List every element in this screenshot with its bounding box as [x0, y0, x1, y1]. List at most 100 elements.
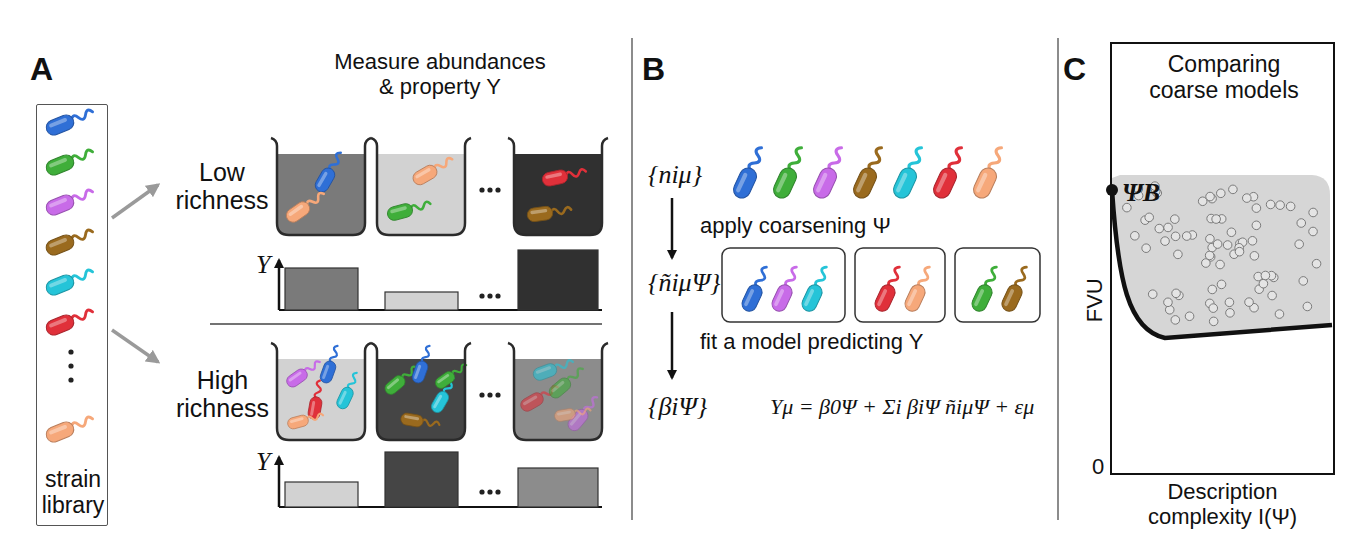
- pareto-front: [1112, 190, 1332, 338]
- cell-body: [44, 313, 76, 338]
- bacterium: [541, 165, 587, 187]
- bacterium: [799, 264, 833, 314]
- panel-divider: [631, 38, 633, 520]
- model-point: [1266, 200, 1275, 209]
- model-point: [1206, 235, 1215, 244]
- cell-body: [891, 165, 920, 201]
- ellipsis-dot: [487, 187, 492, 192]
- cell-highlight: [404, 415, 419, 421]
- beaker-outline: [271, 343, 371, 440]
- cell-highlight: [935, 172, 948, 193]
- cell-body: [971, 165, 1000, 201]
- panel-letter: C: [1063, 52, 1086, 88]
- cell-highlight: [322, 364, 330, 379]
- cell-body: [771, 165, 800, 201]
- bacterium: [739, 264, 773, 314]
- beaker-liquid: [514, 359, 602, 440]
- model-point: [1208, 285, 1217, 294]
- cell-body: [547, 375, 574, 400]
- model-point: [1252, 221, 1261, 230]
- row-label: High richness: [170, 366, 275, 422]
- bacterium: [526, 203, 572, 223]
- beaker-liquid: [277, 359, 365, 440]
- model-point: [1209, 304, 1218, 313]
- model-point: [1252, 204, 1261, 213]
- model-point: [1309, 227, 1318, 236]
- bacterium: [313, 149, 347, 194]
- flagellum: [565, 169, 586, 179]
- cell-highlight: [735, 172, 748, 193]
- model-point: [1171, 316, 1180, 325]
- axis-label: Y: [256, 250, 270, 279]
- bar: [285, 268, 358, 310]
- cell-highlight: [804, 289, 815, 307]
- bacterium: [44, 185, 95, 218]
- axis-tick: 0: [1092, 455, 1104, 480]
- cell-body: [286, 414, 309, 430]
- cell-highlight: [907, 289, 918, 307]
- model-point: [1185, 312, 1194, 321]
- plot-frame: Comparing coarse modelsΨB: [1110, 42, 1335, 475]
- cell-body: [411, 359, 430, 384]
- axis-label: Y: [256, 447, 270, 476]
- cell-body: [400, 412, 424, 428]
- model-point: [1205, 251, 1214, 260]
- model-point: [1245, 298, 1254, 307]
- model-point: [1295, 240, 1304, 249]
- step-label: fit a model predicting Y: [700, 330, 923, 355]
- plot-title: Comparing coarse models: [1139, 52, 1309, 104]
- bacterium: [411, 344, 436, 385]
- model-point: [1243, 194, 1252, 203]
- model-point: [1248, 236, 1257, 245]
- cell-body: [411, 163, 440, 188]
- cell-highlight: [390, 206, 407, 214]
- cell-highlight: [535, 366, 551, 374]
- model-point: [1217, 189, 1226, 198]
- axis-label: FVU: [1083, 268, 1108, 332]
- branch-arrow: [112, 330, 158, 362]
- model-point: [1286, 202, 1295, 211]
- model-equation: Yμ = β0Ψ + Σi βiΨ ñiμΨ + εμ: [770, 395, 1034, 420]
- bacterium: [851, 144, 889, 201]
- ellipsis-dot: [487, 293, 492, 298]
- ellipsis-dot: [68, 377, 73, 382]
- model-point: [1229, 185, 1238, 194]
- model-point: [1226, 309, 1235, 318]
- library-box: strain library: [36, 104, 108, 526]
- feasible-region: [1112, 175, 1330, 338]
- bacterium: [44, 412, 95, 445]
- model-point: [1297, 219, 1306, 228]
- model-point: [1142, 244, 1151, 253]
- model-point: [1216, 260, 1225, 269]
- model-point: [1164, 298, 1173, 307]
- bacterium: [400, 412, 440, 431]
- model-point: [1161, 237, 1170, 246]
- cell-body: [44, 420, 76, 445]
- cell-body: [541, 169, 569, 188]
- cell-highlight: [1004, 289, 1015, 307]
- flagellum: [410, 201, 431, 212]
- flagellum: [306, 413, 323, 422]
- bacterium: [771, 144, 809, 201]
- cell-body: [902, 282, 927, 313]
- group-box: [855, 248, 945, 322]
- bacterium: [411, 153, 456, 187]
- beaker-outline: [371, 343, 471, 440]
- row-label: Low richness: [172, 158, 272, 214]
- bar: [518, 250, 598, 310]
- model-point: [1171, 232, 1180, 241]
- bacterium: [931, 144, 969, 201]
- y-axis: [278, 457, 281, 507]
- bacterium: [554, 405, 592, 422]
- cell-body: [44, 273, 76, 298]
- bacterium: [286, 410, 324, 430]
- cell-highlight: [310, 401, 316, 416]
- ellipsis-dot: [487, 392, 492, 397]
- cell-body: [313, 166, 338, 195]
- ellipsis-dot: [487, 489, 492, 494]
- model-point: [1275, 310, 1284, 319]
- set-symbol: {ñiμΨ}: [648, 268, 720, 297]
- cell-highlight: [855, 172, 868, 193]
- cell-body: [931, 165, 960, 201]
